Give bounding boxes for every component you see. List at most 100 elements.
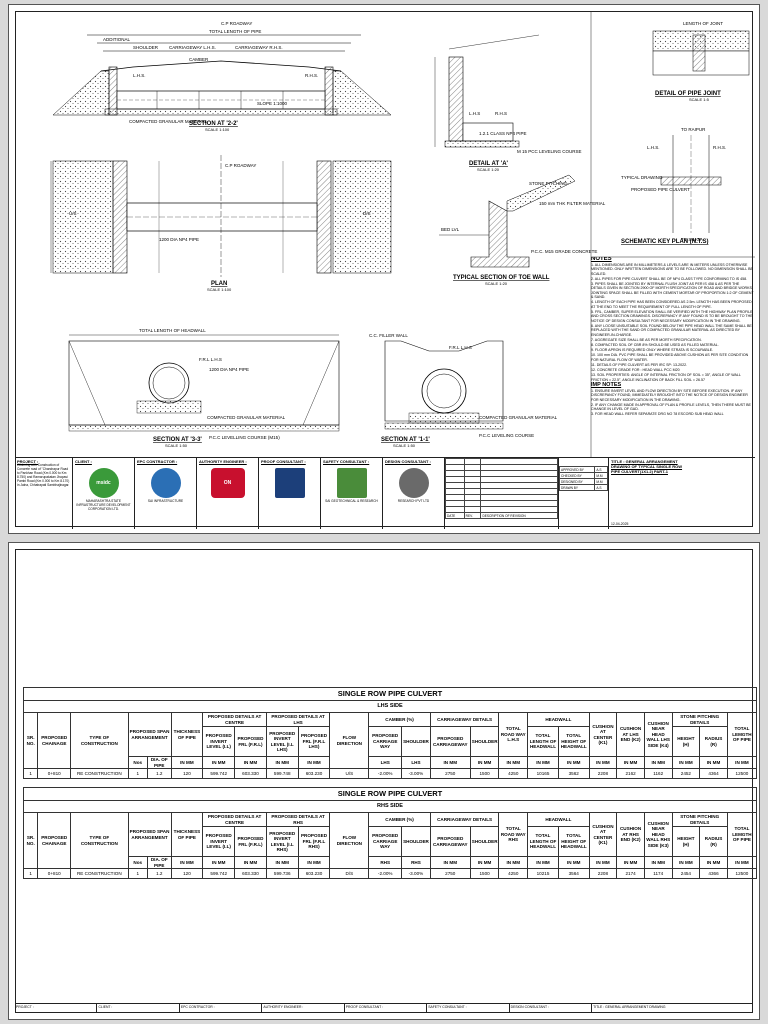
s33-pcc: P.C.C LEVELLING COURSE (M15) — [209, 435, 280, 440]
key-typical: TYPICAL DRAWING — [621, 175, 663, 180]
unit: IN MM — [588, 856, 618, 869]
imp-note-item: 3. FOR HEAD WALL REFER SEPARATE DRG NO 7… — [591, 412, 724, 417]
s33-granular: COMPACTED GRANULAR MATERIAL — [207, 415, 286, 420]
col-inv: PROPOSED INVERT LEVEL (I.L) — [202, 726, 236, 757]
unit: IN MM — [234, 856, 267, 869]
strip-cell: CLIENT : — [97, 1004, 180, 1013]
cell: 120 — [170, 768, 204, 779]
col-total: TOTAL LEMGTH OF PIPE — [726, 712, 758, 757]
tb-project-head: PROJECT : — [17, 459, 39, 464]
col-span: PROPOSED SPAN ARRANGEMENT — [127, 812, 172, 857]
drawing-canvas: C.P ROADWAY TOTAL LENGTH OF PIPE ADDITIO… — [50, 11, 755, 457]
sheet-frame — [15, 549, 753, 1013]
unit: IN MM — [643, 756, 673, 769]
sheet-frame — [15, 11, 753, 527]
col-thick: THICKNESS OF PIPE — [170, 812, 204, 857]
cell: RE CONSTRUCTION — [70, 768, 129, 779]
col-cam-sh: SHOULDER — [401, 826, 431, 857]
note-item: 3. PIPES SHALL BE JOINTED BY INTERNAL FL… — [591, 281, 754, 300]
col-carr-c: PROPOSED CARRIAGEWAY — [429, 826, 471, 857]
col-stone: STONE PITCHING DETAILS — [671, 712, 728, 727]
section-1-1: C.C. FILLER WALL F.R.L L.H.S COMPACTED G… — [369, 333, 558, 448]
bottom-title-strip: PROJECT : CLIENT : EPC CONTRACTOR : AUTH… — [15, 1003, 753, 1013]
col-flow: FLOW DIRECTION — [329, 712, 370, 769]
col-side-details: PROPOSED DETAILS AT LHS — [265, 712, 331, 727]
unit: IN MM — [726, 856, 758, 869]
col-nos: Nos — [127, 756, 148, 769]
col-carriageway: CARRIAGEWAY DETAILS — [429, 712, 500, 727]
col-dia: DIA. OF PIPE — [146, 856, 172, 869]
tb-client: CLIENT : msidc MAHARASHTRA STATE INFRAST… — [73, 458, 135, 529]
col-carriageway: CARRIAGEWAY DETAILS — [429, 812, 500, 827]
unit: IN MM — [527, 756, 559, 769]
lhs-side-label: LHS SIDE — [23, 700, 757, 713]
table-row: 1 0+810 RE CONSTRUCTION 1 1.2 120 599.74… — [22, 768, 758, 779]
tb-safety-name: SAI GEOTECHNICAL & RESEARCH — [325, 499, 378, 503]
unit: IN MM — [557, 856, 590, 869]
label-lhs: L.H.S. — [133, 73, 146, 78]
cell: 2452 — [671, 768, 701, 779]
unit: IN MM — [616, 856, 645, 869]
joint-length-label: LENGTH OF JOINT — [683, 21, 723, 26]
cell: 603.330 — [234, 868, 267, 879]
cell: 1 — [127, 868, 148, 879]
col-type: TYPE OF CONSTRUCTION — [70, 812, 129, 869]
strip-cell: AUTHORITY ENGINEER : — [262, 1004, 345, 1013]
col-cush-n: CUSHION NEAR HEAD WALL LHS SIDE (K4) — [643, 712, 673, 757]
section-1-1-scale: SCALE 1:50 — [393, 443, 416, 448]
label-rhs: R.H.S. — [305, 73, 318, 78]
toe-wall-title: TYPICAL SECTION OF TOE WALL — [453, 275, 550, 281]
cell: 4250 — [498, 768, 529, 779]
cell: -2.00% — [368, 868, 403, 879]
col-radius: RADIUS (R) — [699, 826, 728, 857]
col-sr: SR. NO. — [22, 712, 39, 769]
col-sr: SR. NO. — [22, 812, 39, 869]
section-1-1-title: SECTION AT '1-1' — [381, 437, 430, 443]
unit: IN MM — [429, 756, 471, 769]
unit: LHS — [401, 756, 431, 769]
tb-design-head: DESIGN CONSULTANT : — [385, 459, 431, 464]
cell: 1 — [22, 868, 39, 879]
cell: 2174 — [616, 868, 645, 879]
label-cp-roadway: C.P ROADWAY — [221, 21, 252, 26]
cell: 10165 — [527, 768, 559, 779]
cell: 599.742 — [202, 868, 236, 879]
cell: 120 — [170, 868, 204, 879]
section-3-3-scale: SCALE 1:50 — [165, 443, 188, 448]
unit: IN MM — [469, 756, 500, 769]
section-3-3: TOTAL LENGTH OF HEADWALL F.R.L L.H.S 120… — [68, 328, 340, 448]
strip-cell: DESIGN CONSULTANT : — [510, 1004, 593, 1013]
col-radius: RADIUS (R) — [699, 726, 728, 757]
key-plan: L.H.S. R.H.S. TYPICAL DRAWING PROPOSED P… — [621, 127, 726, 245]
label-total-length-pipe: TOTAL LENGTH OF PIPE — [209, 29, 261, 34]
cell: 603.230 — [297, 868, 331, 879]
col-frl: PROPOSED FRL (F.R.L) — [234, 726, 267, 757]
col-hw-len: TOTAL LENGTH OF HEADWALL — [527, 726, 559, 757]
col-carr-sh: SHOULDER — [469, 826, 500, 857]
toe-wall-scale: SCALE 1:20 — [485, 281, 508, 286]
toe-bed: BED LVL — [441, 227, 460, 232]
col-cush-s: CUSHION AT LHS END (K2) — [616, 712, 645, 757]
cell: -2.00% — [368, 768, 403, 779]
unit: IN MM — [699, 856, 728, 869]
note-item: 1. ALL DIMENSIONS ARE IN MILLIMETERS & L… — [591, 262, 753, 276]
note-item: 10. 100 mm DIA. PVC PIPE SHALL BE PROVID… — [591, 353, 749, 362]
drawing-sheet-1: C.P ROADWAY TOTAL LENGTH OF PIPE ADDITIO… — [8, 4, 760, 534]
label-shoulder: SHOULDER — [133, 45, 159, 50]
s33-frl: F.R.L L.H.S — [199, 357, 222, 362]
note-item: 4. LENGTH OF EACH PIPE HAS BEEN CONSIDER… — [591, 300, 752, 309]
col-hw-ht: TOTAL HEIGHT OF HEADWALL — [557, 826, 590, 857]
tb-safety: SAFETY CONSULTANT : SAI GEOTECHNICAL & R… — [321, 458, 383, 529]
cell: 599.748 — [265, 768, 299, 779]
detail-a-pipe: 1.2.1 CLASS NP4 PIPE — [479, 131, 527, 136]
imp-notes-heading: IMP NOTES — [591, 382, 622, 389]
pipe-joint-detail: LENGTH OF JOINT DETAIL OF PIPE JOINT SCA… — [652, 21, 750, 102]
col-centre: PROPOSED DETAILS AT CENTRE — [202, 812, 267, 827]
cell: 2208 — [588, 768, 618, 779]
key-to-b: TO SIMGA — [681, 237, 703, 242]
cell: 1500 — [469, 768, 500, 779]
key-rhs: R.H.S. — [713, 145, 726, 150]
strip-cell: PROJECT : — [15, 1004, 98, 1013]
cell: 1.2 — [146, 868, 172, 879]
